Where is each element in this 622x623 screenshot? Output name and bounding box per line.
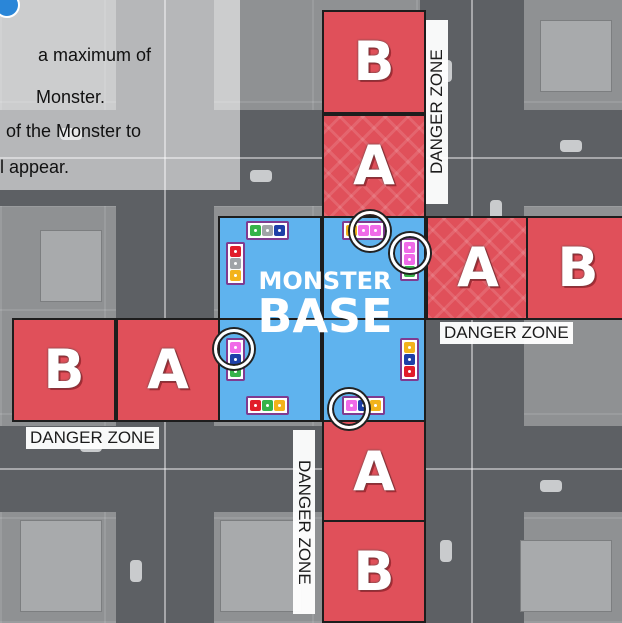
dice-strip xyxy=(400,338,419,381)
die xyxy=(262,225,273,236)
building xyxy=(220,520,302,612)
zone-letter: B xyxy=(353,35,394,89)
building xyxy=(40,230,102,302)
die xyxy=(230,258,241,269)
zone-letter: A xyxy=(457,241,499,295)
danger-zone-a-right: A xyxy=(426,216,530,320)
danger-zone-a-left: A xyxy=(116,318,220,422)
monster-base-title: MONSTER BASE xyxy=(222,268,428,338)
danger-zone-b-top: B xyxy=(322,10,426,114)
zone-letter: B xyxy=(353,545,394,599)
danger-zone-b-left: B xyxy=(12,318,116,422)
die xyxy=(404,366,415,377)
building xyxy=(540,20,612,92)
dice-strip xyxy=(246,221,289,240)
rules-text-line: Monster. xyxy=(36,86,105,108)
rules-text-line: l appear. xyxy=(0,156,69,178)
danger-zone-label-left: DANGER ZONE xyxy=(26,427,159,449)
zone-letter: A xyxy=(353,139,395,193)
zone-letter: B xyxy=(557,241,598,295)
car xyxy=(130,560,142,582)
die xyxy=(262,400,273,411)
danger-zone-b-bottom: B xyxy=(322,520,426,623)
die xyxy=(404,342,415,353)
dice-strip xyxy=(246,396,289,415)
car xyxy=(540,480,562,492)
die xyxy=(274,225,285,236)
die xyxy=(370,400,381,411)
car xyxy=(560,140,582,152)
highlight-ring xyxy=(214,329,254,369)
dice-strip xyxy=(226,242,245,285)
rules-text-line: of the Monster to xyxy=(6,120,141,142)
rules-text-line: a maximum of xyxy=(38,44,151,66)
danger-zone-b-right: B xyxy=(526,216,622,320)
zone-letter: A xyxy=(353,445,395,499)
building xyxy=(20,520,102,612)
zone-letter: B xyxy=(43,343,84,397)
zone-letter: A xyxy=(147,343,189,397)
die xyxy=(230,246,241,257)
danger-zone-a-bottom: A xyxy=(322,420,426,524)
danger-zone-label-bottom: DANGER ZONE xyxy=(293,430,315,614)
danger-zone-a-top: A xyxy=(322,114,426,218)
car xyxy=(250,170,272,182)
die xyxy=(404,354,415,365)
highlight-ring xyxy=(329,389,369,429)
die xyxy=(250,400,261,411)
die xyxy=(250,225,261,236)
die xyxy=(274,400,285,411)
highlight-ring xyxy=(390,233,430,273)
die xyxy=(230,270,241,281)
building xyxy=(520,540,612,612)
highlight-ring xyxy=(350,211,390,251)
monster-base-title-large: BASE xyxy=(222,294,428,338)
car xyxy=(440,540,452,562)
danger-zone-label-right: DANGER ZONE xyxy=(440,322,573,344)
danger-zone-label-top: DANGER ZONE xyxy=(426,20,448,204)
